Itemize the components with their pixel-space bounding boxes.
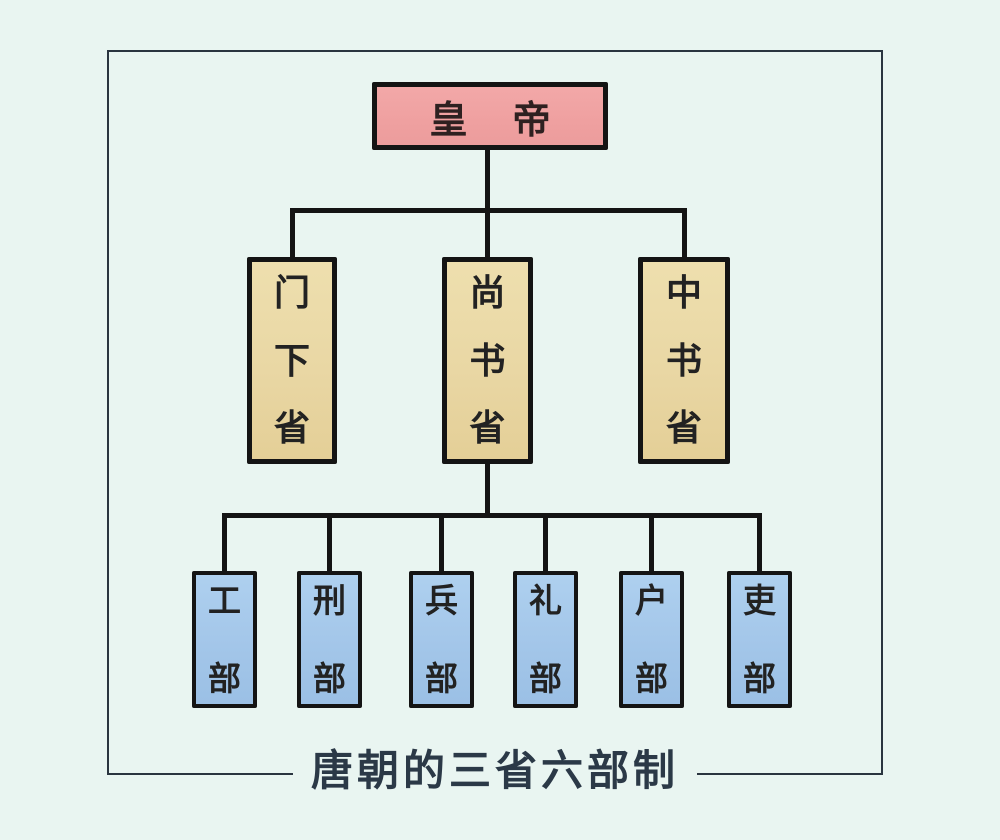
connector-drop-libu-rites: [543, 513, 548, 574]
connector-shangshu-down: [485, 461, 490, 518]
node-zhongshu-sheng: 中书省: [638, 257, 730, 464]
connector-drop-zhongshu: [682, 208, 687, 259]
zhongshu-sheng-label: 中书省: [665, 272, 702, 448]
shangshu-sheng-label: 尚书省: [469, 272, 506, 448]
connector-drop-menxia: [290, 208, 295, 259]
connector-drop-bingbu: [439, 513, 444, 574]
emperor-label: 皇帝: [429, 99, 551, 142]
node-xingbu: 刑部: [297, 571, 362, 708]
connector-ministries-horizontal: [222, 513, 762, 518]
node-libu-personnel: 吏部: [727, 571, 792, 708]
menxia-sheng-label: 门下省: [273, 272, 310, 448]
xingbu-label: 刑部: [313, 582, 346, 697]
node-bingbu: 兵部: [409, 571, 474, 708]
node-libu-rites: 礼部: [513, 571, 578, 708]
node-gongbu: 工部: [192, 571, 257, 708]
connector-drop-libu-personnel: [757, 513, 762, 574]
connector-drop-xingbu: [327, 513, 332, 574]
node-emperor: 皇帝: [372, 82, 608, 150]
node-menxia-sheng: 门下省: [247, 257, 337, 464]
gongbu-label: 工部: [208, 582, 241, 697]
connector-drop-shangshu: [485, 208, 490, 259]
connector-drop-gongbu: [222, 513, 227, 574]
diagram-caption: 唐朝的三省六部制: [292, 748, 698, 794]
connector-emperor-down: [485, 148, 490, 211]
libu-rites-label: 礼部: [529, 582, 562, 697]
node-hubu: 户部: [619, 571, 684, 708]
libu-personnel-label: 吏部: [743, 582, 776, 697]
connector-drop-hubu: [649, 513, 654, 574]
bingbu-label: 兵部: [425, 582, 458, 697]
node-shangshu-sheng: 尚书省: [442, 257, 533, 464]
hubu-label: 户部: [635, 582, 668, 697]
